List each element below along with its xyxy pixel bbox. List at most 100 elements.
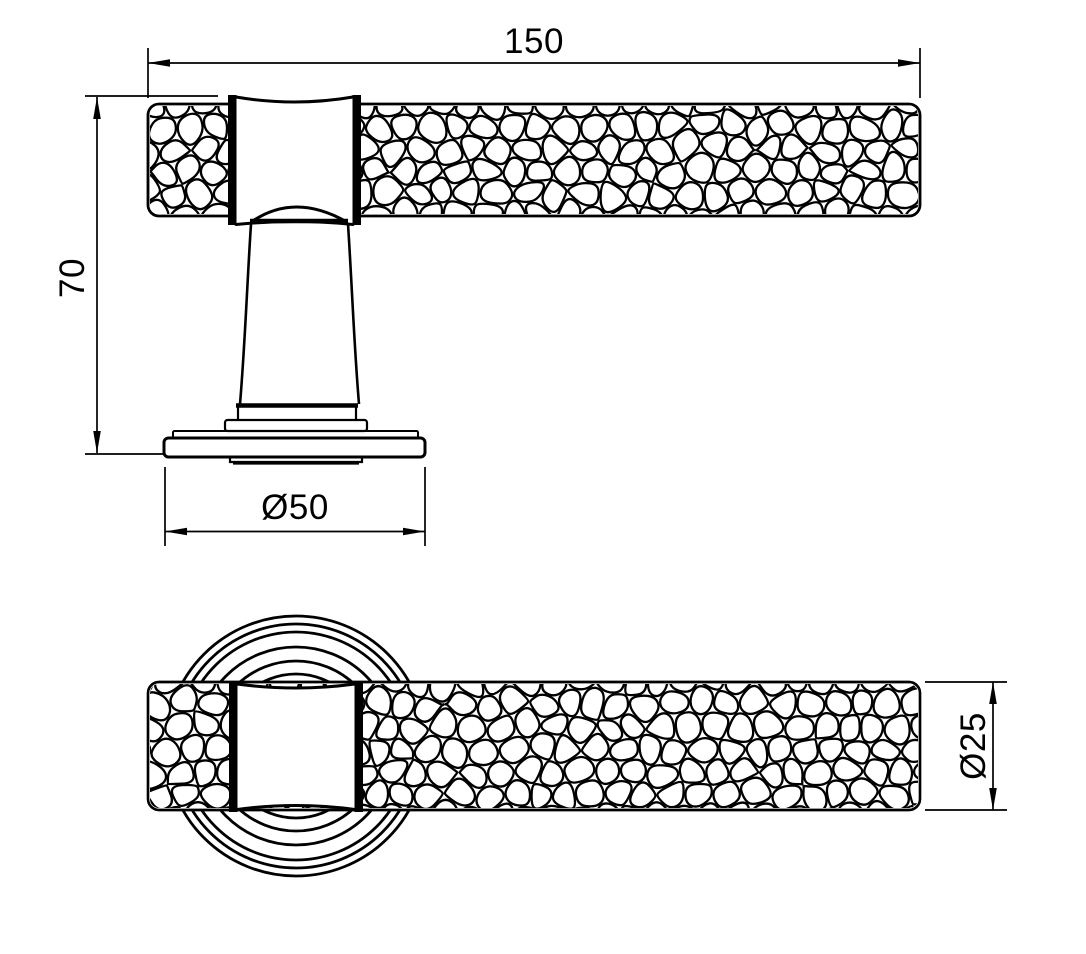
hammered-texture-cell (607, 163, 638, 189)
hammered-texture-cell (912, 757, 918, 784)
hammered-texture-cell (155, 805, 185, 808)
hammered-texture-cell (150, 715, 165, 743)
hammered-texture-cell (802, 784, 828, 808)
hammered-texture-cell (200, 202, 235, 214)
hammered-texture-cell (192, 710, 221, 737)
hammered-texture-cell (755, 134, 782, 161)
dim-height-extension-lines (85, 95, 218, 455)
hammered-texture-cell (853, 72, 882, 98)
hammered-texture-cell (346, 106, 377, 120)
hammered-texture-cell (669, 106, 695, 118)
hammered-texture-cell (488, 225, 513, 249)
hammered-texture-cell (552, 69, 582, 96)
hammered-texture-cell (151, 72, 175, 95)
dim-bar-label: Ø25 (954, 712, 993, 780)
hammered-texture-cell (169, 684, 198, 713)
hammered-texture-cell (540, 713, 569, 736)
hammered-texture-cell (372, 175, 405, 207)
hammered-texture-cell (529, 693, 560, 718)
hammered-texture-cell (166, 760, 195, 786)
hammered-texture-cell (606, 204, 639, 214)
hammered-texture-cell (475, 785, 505, 808)
hammered-texture-cell (860, 179, 888, 210)
hammered-texture-cell (364, 779, 390, 808)
hammered-texture-cell (415, 68, 440, 98)
hammered-texture-cell (791, 738, 819, 765)
hammered-texture-cell (713, 203, 741, 214)
hammered-texture-cell (684, 151, 715, 184)
hammered-texture-cell (378, 758, 409, 784)
hammered-texture-cell (428, 798, 459, 808)
hammered-texture-cell (563, 225, 592, 252)
hammered-texture-cell (698, 684, 726, 691)
hammered-texture-cell (365, 685, 393, 716)
hammered-texture-cell (726, 106, 758, 120)
hammered-texture-cell (638, 206, 664, 214)
hammered-texture-cell (360, 205, 394, 214)
dimension-length-150: 150 (147, 22, 921, 98)
collar-left-rib-side (228, 95, 237, 225)
hammered-texture-cell (843, 740, 871, 765)
hammered-texture-cell (823, 197, 850, 214)
hammered-texture-cell (150, 760, 168, 791)
collar-bottom-edge-front (235, 804, 357, 811)
hammered-texture-cell (175, 154, 201, 185)
hammered-texture-cell (170, 783, 200, 808)
hammered-texture-cell (483, 136, 512, 166)
hammered-texture-cell (122, 202, 148, 230)
hammered-texture-cell (705, 758, 730, 786)
hammered-texture-cell (580, 686, 605, 721)
hammered-texture-cell (428, 707, 458, 739)
hammered-texture-cell (404, 182, 434, 206)
hammered-texture-cell (755, 106, 785, 116)
hammered-texture-cell (608, 112, 637, 141)
collar-ferrule-front (229, 681, 363, 812)
hammered-texture-cell (429, 176, 453, 204)
hammered-texture-cell (859, 684, 889, 694)
hammered-texture-cell (851, 689, 874, 716)
hammered-texture-cell (626, 180, 651, 208)
hammered-texture-cell (377, 684, 408, 693)
hammered-texture-cell (159, 139, 192, 164)
hammered-texture-cell (327, 227, 351, 253)
hammered-texture-cell (713, 157, 742, 184)
hammered-texture-cell (150, 111, 151, 141)
hammered-texture-cell (442, 200, 473, 214)
hammered-texture-cell (619, 713, 646, 740)
hammered-texture-cell (604, 779, 633, 807)
hammered-texture-cell (150, 161, 179, 188)
hammered-texture-cell (657, 111, 689, 139)
hammered-texture-cell (696, 802, 724, 808)
hammered-texture-cell (161, 226, 191, 250)
hammered-texture-cell (932, 206, 962, 230)
hammered-texture-cell (620, 226, 645, 247)
hammered-texture-cell (390, 113, 418, 141)
hammered-texture-cell (506, 106, 535, 115)
hammered-texture-cell (361, 156, 390, 181)
hammered-texture-cell (398, 717, 429, 745)
hammered-texture-cell (476, 694, 503, 722)
hammered-texture-cell (814, 712, 840, 740)
hammered-texture-cell (392, 69, 412, 94)
hammered-texture-cell (860, 713, 885, 744)
hammered-texture-cell (153, 684, 188, 695)
hammered-texture-cell (785, 684, 809, 693)
hammered-texture-cell (403, 758, 427, 788)
hammered-texture-cell (814, 106, 838, 120)
hammered-texture-cell (645, 712, 676, 740)
hammered-texture-cell (150, 784, 174, 808)
hammered-texture-cell (150, 116, 178, 145)
hammered-texture-cell (680, 228, 703, 250)
hammered-texture-cell (886, 181, 918, 210)
dim-length-label: 150 (504, 22, 564, 61)
hammered-texture-cell (796, 201, 825, 214)
hammered-texture-cell (726, 712, 755, 744)
hammered-texture-cell (919, 133, 940, 161)
neck-right-edge (346, 223, 361, 405)
dim-bar-arrow-top (989, 682, 997, 704)
base-step1-sides (236, 406, 358, 420)
hammered-texture-cell (348, 684, 378, 695)
hammered-texture-cell (479, 106, 507, 121)
hammered-texture-cell (111, 222, 135, 252)
